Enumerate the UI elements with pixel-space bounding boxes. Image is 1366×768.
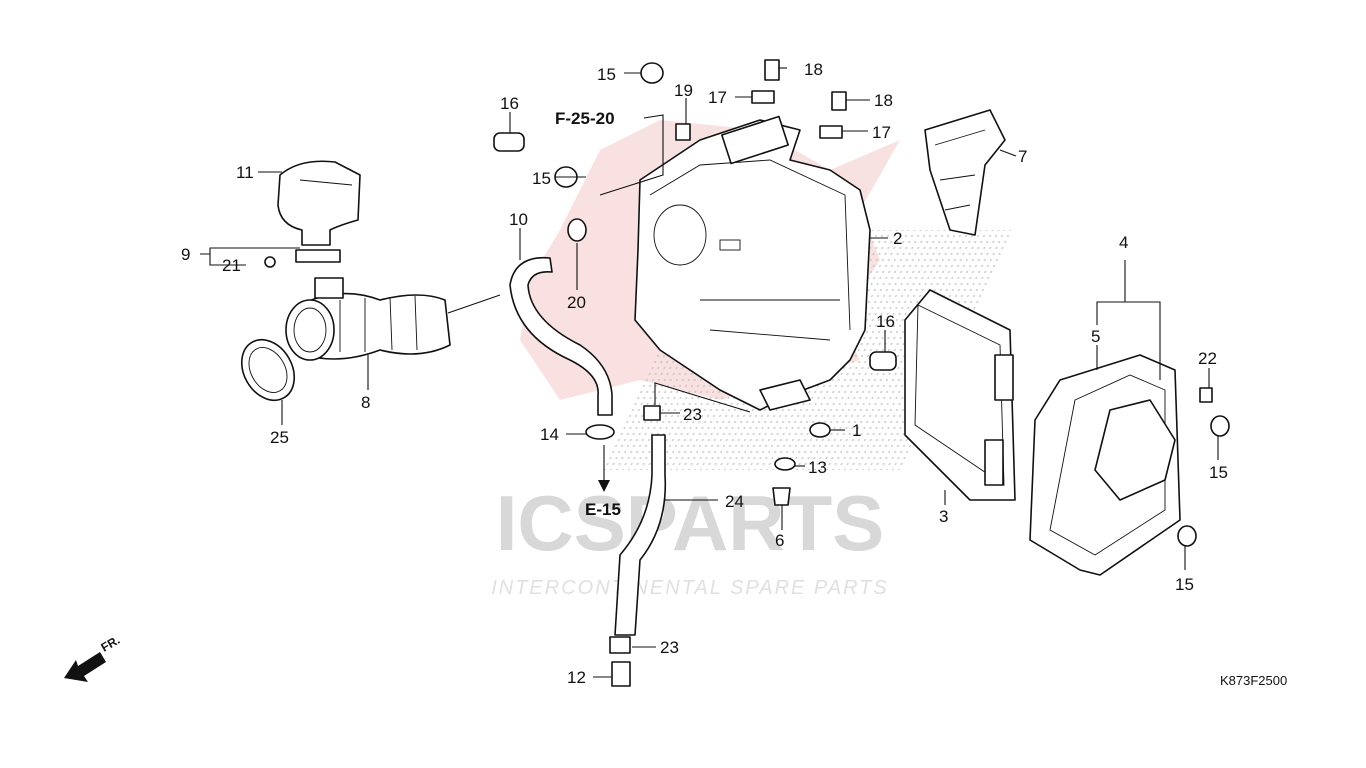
callout-15a: 15 <box>597 65 616 84</box>
callout-7: 7 <box>1018 147 1027 166</box>
callout-6: 6 <box>775 531 784 550</box>
screw-22 <box>1199 387 1213 403</box>
grommet-1 <box>809 422 831 438</box>
drain-hose <box>614 434 667 636</box>
callout-9: 9 <box>181 245 190 264</box>
callout-13: 13 <box>808 458 827 477</box>
clamp-14 <box>585 424 615 440</box>
callout-labels: 15 18 17 18 17 19 16 F-25-20 15 11 9 21 … <box>181 60 1228 687</box>
front-arrow-icon: FR. <box>64 633 122 682</box>
air-cleaner-element <box>904 289 1016 501</box>
nut-17b <box>819 125 843 139</box>
callout-5: 5 <box>1091 327 1100 346</box>
watermark-logo: ICSPARTS <box>496 479 885 567</box>
connecting-tube <box>285 277 451 361</box>
callout-11: 11 <box>236 163 254 182</box>
callout-19: 19 <box>674 81 693 100</box>
callout-17a: 17 <box>708 88 727 107</box>
clip-23a <box>643 405 661 421</box>
callout-2: 2 <box>893 229 902 248</box>
bolt-18b <box>831 91 847 111</box>
callout-15b: 15 <box>532 169 551 188</box>
callout-16b: 16 <box>876 312 895 331</box>
grommet-15d <box>1177 525 1197 547</box>
clamp-13 <box>774 457 796 471</box>
callout-8: 8 <box>361 393 370 412</box>
callout-23a: 23 <box>683 405 702 424</box>
callout-10: 10 <box>509 210 528 229</box>
callout-15c: 15 <box>1209 463 1228 482</box>
diagram-code: K873F2500 <box>1220 673 1287 688</box>
clip-23b <box>609 636 631 654</box>
callout-25: 25 <box>270 428 289 447</box>
callout-12: 12 <box>567 668 586 687</box>
grommet-15a <box>640 62 664 84</box>
callout-17b: 17 <box>872 123 891 142</box>
callout-23b: 23 <box>660 638 679 657</box>
callout-22: 22 <box>1198 349 1217 368</box>
tube-band <box>240 339 296 401</box>
callout-18b: 18 <box>874 91 893 110</box>
callout-20: 20 <box>567 293 586 312</box>
bracket <box>295 249 341 263</box>
nut-17a <box>751 90 775 104</box>
callout-1: 1 <box>852 421 861 440</box>
front-arrow-label: FR. <box>99 633 123 655</box>
bolt-18a <box>764 59 780 81</box>
watermark-tagline: INTERCONTINENTAL SPARE PARTS <box>491 577 889 599</box>
callout-3: 3 <box>939 507 948 526</box>
callout-4: 4 <box>1119 233 1128 252</box>
callout-18a: 18 <box>804 60 823 79</box>
resonator <box>277 160 361 246</box>
clamp-20 <box>567 218 587 242</box>
callout-16a: 16 <box>500 94 519 113</box>
drain-plug <box>611 661 631 687</box>
leader-lines <box>200 67 1219 678</box>
hose-10 <box>509 256 613 416</box>
screw-21 <box>264 256 276 268</box>
reference-f-25-20: F-25-20 <box>555 109 615 128</box>
check-valve <box>772 487 791 506</box>
grommet-15c <box>1210 415 1230 437</box>
rubber-16b <box>869 351 897 371</box>
callout-21: 21 <box>222 256 241 275</box>
callout-15d: 15 <box>1175 575 1194 594</box>
air-cleaner-cover <box>1029 354 1181 576</box>
reference-e-15: E-15 <box>585 500 621 519</box>
callout-14: 14 <box>540 425 559 444</box>
intake-funnel <box>924 109 1006 236</box>
bolt-19 <box>675 123 691 141</box>
callout-24: 24 <box>725 492 744 511</box>
air-cleaner-case <box>634 115 871 411</box>
parts-drawing <box>240 59 1230 687</box>
rubber-16a <box>493 132 525 152</box>
